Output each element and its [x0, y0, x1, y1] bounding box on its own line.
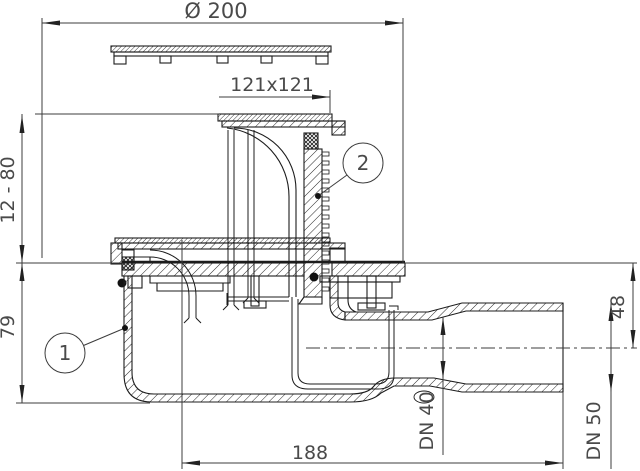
dim-flange-diameter: Ø 200: [184, 0, 247, 23]
bowl-outlet-wall: [123, 275, 564, 403]
flange: [121, 260, 406, 311]
callout-2-balloon: [342, 142, 384, 184]
dim-body-height: 79: [0, 315, 19, 339]
dim-outlet-socket: DN 50: [583, 401, 605, 460]
riser-ribs: [321, 151, 330, 292]
callout-1-balloon: [44, 332, 86, 374]
riser-section: [217, 113, 346, 305]
dim-overall-length: 188: [292, 442, 328, 464]
callout-2-number: 2: [357, 151, 370, 175]
dim-adjustment-height: 12 - 80: [0, 156, 19, 223]
callout-1-dot: [122, 325, 128, 331]
body-neck: [329, 275, 346, 321]
seal-oring-riser: [309, 272, 319, 282]
callout-1-number: 1: [59, 341, 72, 365]
trap-internals: [149, 130, 435, 404]
dimension-arrowheads: [19, 20, 636, 466]
callouts: [44, 142, 384, 374]
grate-exploded: [110, 45, 332, 65]
drain-body-geometry: [110, 45, 564, 404]
dimension-labels: Ø 200 121x121 12 - 80 79 48 DN 40 DN 50 …: [0, 0, 629, 464]
dim-outlet-pipe: DN 40: [416, 391, 438, 450]
outlet-pipe-top-wall: [344, 302, 564, 321]
dim-outlet-axis-height: 48: [607, 295, 629, 319]
dim-grate-size: 121x121: [230, 74, 314, 96]
callout-2-dot: [315, 193, 321, 199]
